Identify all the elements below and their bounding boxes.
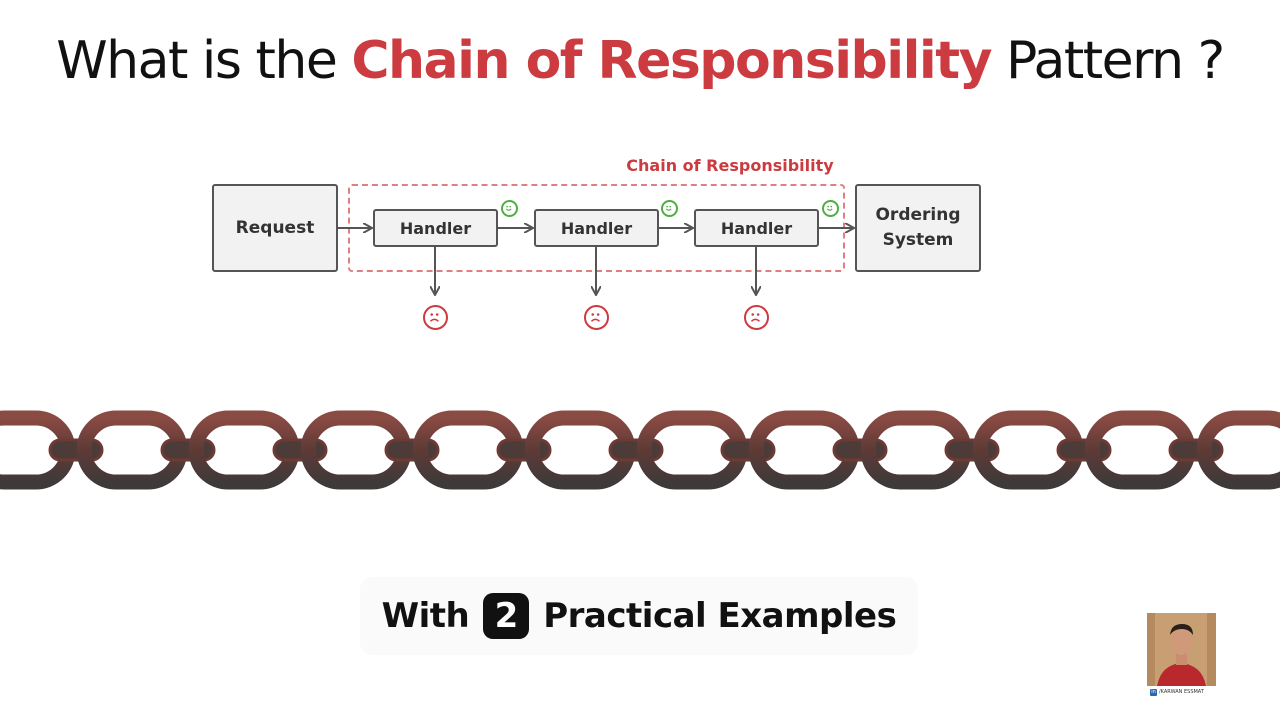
request-box: Request [212,184,338,272]
chain-link [944,438,1000,462]
rusty-chain-image [0,410,1280,490]
handler-box: Handler [694,209,819,247]
ordering-system-box: Ordering System [855,184,981,272]
sad-face-icon [584,305,609,330]
chain-link [272,438,328,462]
presenter-handle: in /KARWAN ESSMAT [1150,687,1214,697]
chain-link [496,438,552,462]
chain-link [1056,438,1112,462]
happy-face-icon [822,200,839,217]
happy-face-icon [501,200,518,217]
handler-box: Handler [534,209,659,247]
happy-face-icon [661,200,678,217]
sad-face-icon [744,305,769,330]
chain-link [1168,438,1224,462]
ordering-system-line2: System [882,230,954,250]
presenter-photo [1147,613,1216,686]
title-prefix: What is the [56,31,338,91]
sad-face-icon [423,305,448,330]
chain-link [1196,410,1280,490]
chain-link [832,438,888,462]
handler-box: Handler [373,209,498,247]
chain-group-label: Chain of Responsibility [626,156,834,175]
presenter-handle-text: /KARWAN ESSMAT [1159,689,1204,695]
page-title: What is the Chain of Responsibility Patt… [0,28,1280,98]
chain-links [0,410,1280,490]
chain-link [720,438,776,462]
ordering-system-line1: Ordering [875,205,961,225]
title-suffix: Pattern ? [1006,31,1225,91]
chain-link [384,438,440,462]
title-highlight: Chain of Responsibility [351,31,992,91]
chain-link [608,438,664,462]
subtitle-examples: Practical Examples [543,596,897,636]
subtitle-with: With [381,596,470,636]
chain-link [48,438,104,462]
number-badge: 2 [483,593,530,639]
linkedin-icon: in [1150,688,1157,696]
chain-link [160,438,216,462]
subtitle-banner: With 2 Practical Examples [360,577,918,655]
